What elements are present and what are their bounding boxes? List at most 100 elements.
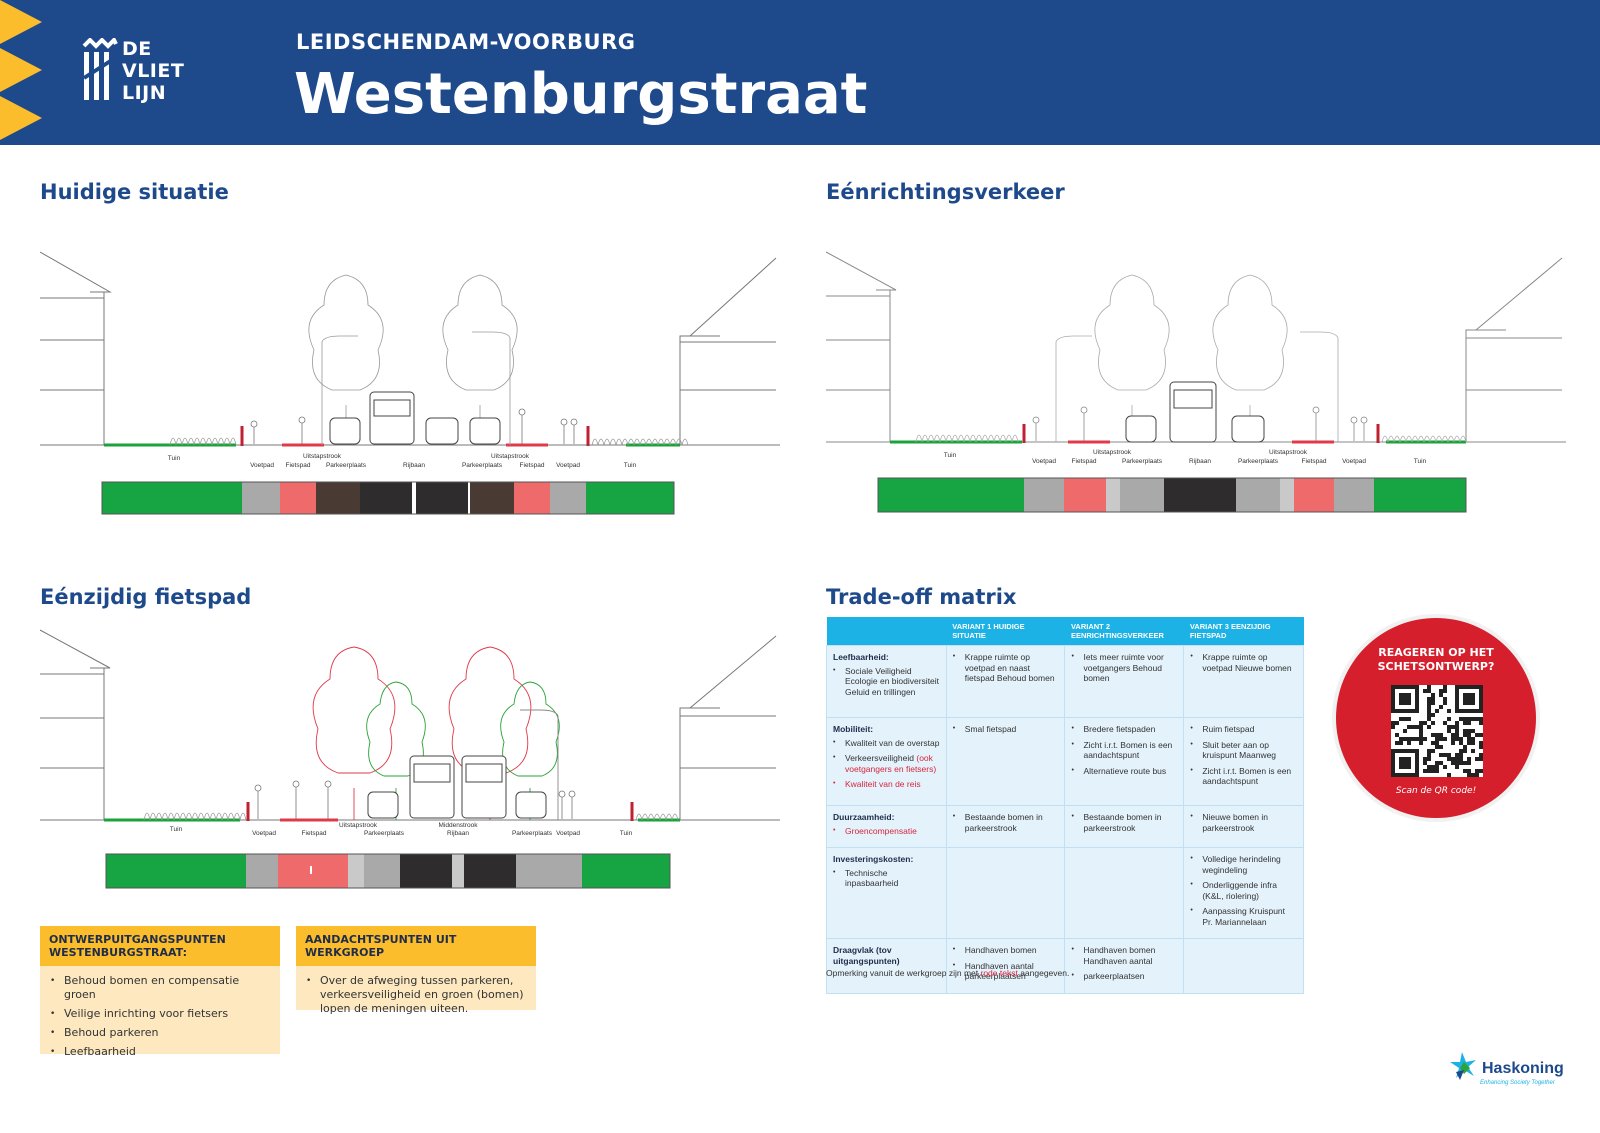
cell-v2: Iets meer ruimte voor voetgangers Behoud… (1064, 645, 1185, 718)
label-fietspad-right: Fietspad (519, 462, 545, 469)
list-item: Behoud parkeren (50, 1026, 270, 1040)
list-item: Groencompensatie (833, 826, 940, 837)
cell-v2: Bestaande bomen in parkeerstrook (1064, 805, 1185, 848)
matrix-header-variant-2: VARIANT 2 EENRICHTINGSVERKEER (1064, 617, 1184, 646)
tradeoff-matrix-table: VARIANT 1 HUIDIGE SITUATIE VARIANT 2 EEN… (826, 617, 1304, 994)
label-uitstapstrook: Uitstapstrook (339, 822, 377, 829)
row-criteria-mobiliteit: Mobiliteit: Kwaliteit van de overstap Ve… (826, 717, 947, 806)
list-item: Handhaven bomen Handhaven aantal (1071, 945, 1177, 966)
list-item: Sociale Veiligheid Ecologie en biodivers… (833, 666, 940, 698)
cell-v3: Ruim fietspad Sluit beter aan op kruispu… (1183, 717, 1304, 806)
label-fietspad: Fietspad (301, 830, 327, 837)
list-item: Leefbaarheid (50, 1045, 270, 1059)
label-uitstapstrook-right: Uitstapstrook (491, 453, 529, 460)
label-parkeerplaats-left: Parkeerplaats (363, 830, 405, 837)
matrix-header-empty (826, 617, 947, 646)
cell-v1: Krappe ruimte op voetpad en naast fietsp… (945, 645, 1066, 718)
cross-section-onesided: Tuin Voetpad Fietspad Uitstapstrook Park… (40, 628, 780, 898)
logo-line-2: VLIET (122, 60, 185, 82)
title-oneway: Eénrichtingsverkeer (826, 180, 1065, 204)
label-tuin-left: Tuin (943, 452, 957, 459)
list-item: Kwaliteit van de reis (833, 779, 940, 790)
label-tuin-right: Tuin (619, 830, 633, 837)
label-parkeerplaats-right: Parkeerplaats (511, 830, 553, 837)
matrix-header-row: VARIANT 1 HUIDIGE SITUATIE VARIANT 2 EEN… (826, 617, 1304, 646)
row-criteria-draagvlak: Draagvlak (tov uitgangspunten) (826, 938, 947, 994)
label-voetpad-left: Voetpad (250, 462, 274, 469)
table-row: Mobiliteit: Kwaliteit van de overstap Ve… (826, 717, 1304, 806)
label-parkeerplaats-left: Parkeerplaats (1121, 458, 1163, 465)
label-parkeerplaats-left: Parkeerplaats (325, 462, 367, 469)
list-item: Veilige inrichting voor fietsers (50, 1007, 270, 1021)
header-band: DE VLIET LIJN LEIDSCHENDAM-VOORBURG West… (0, 0, 1600, 145)
label-fietspad-left: Fietspad (285, 462, 311, 469)
row-title: Mobiliteit: (833, 724, 874, 734)
label-uitstapstrook-left: Uitstapstrook (1093, 449, 1131, 456)
list-item: Smal fietspad (953, 724, 1059, 735)
cell-v3: Volledige herindeling wegindeling Onderl… (1183, 847, 1304, 939)
table-row: Duurzaamheid: Groencompensatie Bestaande… (826, 805, 1304, 848)
cross-section-oneway: Tuin Voetpad Fietspad Uitstapstrook Park… (826, 250, 1566, 530)
list-item: Over de afweging tussen parkeren, verkee… (306, 974, 526, 1016)
list-item: Krappe ruimte op voetpad en naast fietsp… (953, 652, 1059, 684)
cross-section-current-drawing (40, 251, 780, 515)
design-principles-box: ONTWERPUITGANGSPUNTEN WESTENBURGSTRAAT: … (40, 926, 280, 1059)
municipality-label: LEIDSCHENDAM-VOORBURG (296, 30, 636, 54)
workgroup-points-title: AANDACHTSPUNTEN UIT WERKGROEP (296, 926, 536, 966)
list-item: parkeerplaatsen (1071, 971, 1177, 982)
cell-v1: Smal fietspad (945, 717, 1066, 806)
cross-section-oneway-drawing (826, 251, 1566, 513)
haskoning-logo: Haskoning Enhancing Society Together (1448, 1050, 1568, 1094)
brand-name: Haskoning (1482, 1060, 1564, 1077)
cell-v1 (945, 847, 1066, 939)
list-item: Onderliggende infra (K&L, riolering) (1190, 880, 1297, 901)
qr-callout[interactable]: REAGEREN OP HET SCHETSONTWERP? Scan de Q… (1336, 618, 1536, 818)
page-title: Westenburgstraat (294, 62, 868, 127)
cell-v3: Nieuwe bomen in parkeerstrook (1183, 805, 1304, 848)
cell-v3 (1183, 938, 1304, 994)
chevron-decoration (0, 0, 42, 140)
list-item: Iets meer ruimte voor voetgangers Behoud… (1071, 652, 1177, 684)
cross-section-onesided-drawing (40, 629, 780, 889)
cell-v1: Bestaande bomen in parkeerstrook (945, 805, 1066, 848)
qr-code-icon[interactable] (1391, 685, 1483, 777)
label-tuin-left: Tuin (167, 455, 181, 462)
list-item: Technische inpasbaarheid (833, 868, 940, 889)
brand-tagline: Enhancing Society Together (1480, 1080, 1555, 1086)
list-item: Bestaande bomen in parkeerstrook (953, 812, 1059, 833)
logo-line-1: DE (122, 38, 152, 60)
label-tuin-right: Tuin (1413, 458, 1427, 465)
list-item: Handhaven bomen (953, 945, 1059, 956)
list-item: Ruim fietspad (1190, 724, 1297, 735)
cell-v1: Handhaven bomen Handhaven aantal parkeer… (945, 938, 1066, 994)
workgroup-points-box: AANDACHTSPUNTEN UIT WERKGROEP Over de af… (296, 926, 536, 1015)
list-item: Behoud bomen en compensatie groen (50, 974, 270, 1002)
row-criteria-duurzaamheid: Duurzaamheid: Groencompensatie (826, 805, 947, 848)
label-middenstrook: Middenstrook (438, 822, 478, 829)
label-voetpad-right: Voetpad (556, 830, 580, 837)
haskoning-star-icon (1450, 1052, 1476, 1080)
table-row: Investeringskosten: Technische inpasbaar… (826, 847, 1304, 939)
matrix-header-variant-3: VARIANT 3 EENZIJDIG FIETSPAD (1183, 617, 1304, 646)
table-row: Draagvlak (tov uitgangspunten) Handhaven… (826, 938, 1304, 994)
label-fietspad-right: Fietspad (1301, 458, 1327, 465)
list-item: Verkeersveiligheid (ook voetgangers en f… (833, 753, 940, 774)
label-fietspad-left: Fietspad (1071, 458, 1097, 465)
list-item: Handhaven aantal parkeerplaatsen (953, 961, 1059, 982)
list-item: Alternatieve route bus (1071, 766, 1177, 777)
row-criteria-investeringskosten: Investeringskosten: Technische inpasbaar… (826, 847, 947, 939)
title-current-situation: Huidige situatie (40, 180, 229, 204)
row-title: Investeringskosten: (833, 854, 914, 864)
cross-section-current: Tuin Voetpad Fietspad Uitstapstrook Park… (40, 250, 780, 530)
row-title: Leefbaarheid: (833, 652, 889, 662)
design-principles-title: ONTWERPUITGANGSPUNTEN WESTENBURGSTRAAT: (40, 926, 280, 966)
matrix-header-variant-1: VARIANT 1 HUIDIGE SITUATIE (946, 617, 1065, 646)
note-red: rode tekst (980, 968, 1018, 978)
list-item: Sluit beter aan op kruispunt Maanweg (1190, 740, 1297, 761)
list-item: Bredere fietspaden (1071, 724, 1177, 735)
vlietlijn-logo: DE VLIET LIJN (82, 36, 202, 108)
label-rijbaan: Rijbaan (402, 462, 426, 469)
list-item: Zicht i.r.t. Bomen is een aandachtspunt (1190, 766, 1297, 787)
label-voetpad-left: Voetpad (252, 830, 276, 837)
list-item: Krappe ruimte op voetpad Nieuwe bomen (1190, 652, 1297, 673)
